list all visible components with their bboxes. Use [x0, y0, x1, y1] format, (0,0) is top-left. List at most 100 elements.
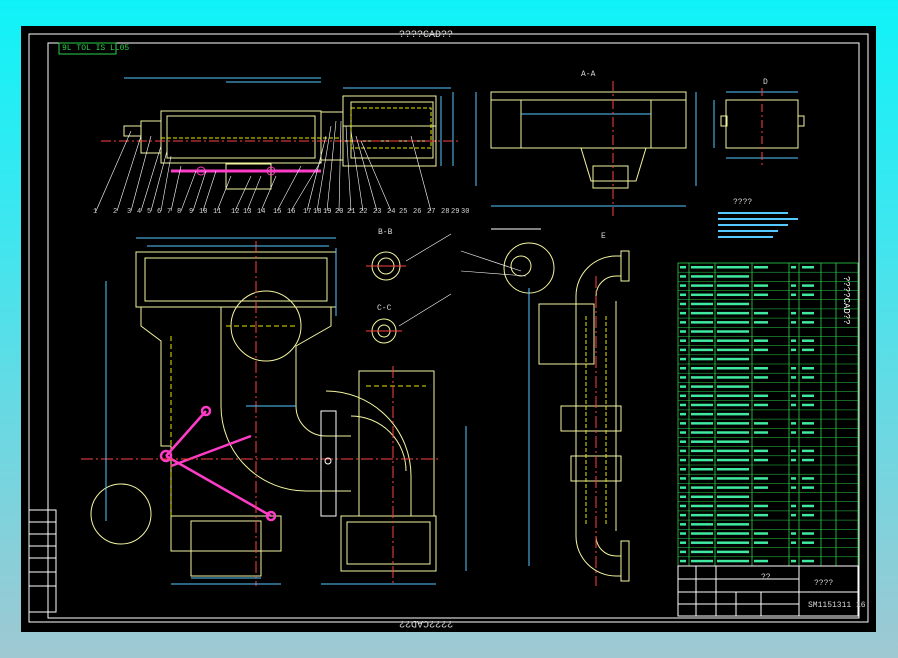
- balloon-number: 1: [93, 208, 98, 216]
- table-cell-text: [802, 403, 814, 407]
- table-cell-text: [754, 504, 768, 508]
- table-cell-text: [717, 486, 749, 489]
- balloon-number: 3: [127, 208, 132, 216]
- table-cell-text: [717, 376, 749, 379]
- balloon-number: 20: [335, 208, 344, 216]
- table-cell-text: [680, 339, 686, 342]
- table-cell-text: [680, 504, 686, 508]
- table-cell-text: [717, 495, 749, 499]
- sheet-title-top: ????CAD??: [399, 30, 454, 41]
- balloon-number: 13: [243, 208, 252, 216]
- table-cell-text: [680, 330, 686, 333]
- table-cell-text: [802, 486, 814, 489]
- table-cell-text: [802, 311, 814, 315]
- balloon-number: 21: [347, 208, 356, 216]
- left-margin-table: [28, 509, 57, 613]
- table-cell-text: [680, 477, 686, 480]
- table-cell-text: [754, 422, 768, 425]
- table-cell-text: [754, 284, 768, 287]
- table-cell-text: [717, 330, 749, 333]
- table-cell-text: [802, 339, 814, 342]
- table-cell-text: [791, 394, 796, 398]
- table-cell-text: [717, 468, 749, 471]
- table-cell-text: [717, 431, 749, 434]
- table-cell-text: [691, 412, 713, 416]
- table-cell-text: [680, 486, 686, 489]
- top-side-hidden: [161, 107, 432, 149]
- table-cell-text: [680, 376, 686, 379]
- balloon-number: 9: [189, 208, 194, 216]
- table-cell-text: [754, 311, 768, 315]
- table-cell-text: [717, 403, 749, 407]
- table-cell-text: [717, 275, 749, 278]
- balloon-number: 24: [387, 208, 396, 216]
- table-cell-text: [691, 495, 713, 499]
- balloon-number: 16: [287, 208, 296, 216]
- table-cell-text: [717, 440, 749, 443]
- main-plan: [90, 251, 437, 577]
- table-cell-text: [691, 559, 713, 563]
- table-cell-text: [680, 541, 686, 544]
- table-cell-text: [791, 458, 796, 462]
- table-cell-text: [754, 339, 768, 342]
- table-cell-text: [680, 302, 686, 306]
- table-cell-text: [691, 385, 713, 388]
- table-cell-text: [791, 266, 796, 269]
- table-cell-text: [791, 284, 796, 287]
- balloon-number: 26: [413, 208, 422, 216]
- table-cell-text: [691, 302, 713, 306]
- table-cell-text: [717, 532, 749, 535]
- table-cell-text: [791, 559, 796, 563]
- table-cell-text: [691, 513, 713, 517]
- top-side-view: [123, 95, 437, 190]
- table-cell-text: [680, 403, 686, 407]
- table-cell-text: [802, 541, 814, 544]
- table-cell-text: [791, 376, 796, 379]
- table-cell-text: [717, 367, 749, 370]
- table-cell-text: [754, 376, 768, 379]
- table-cell-text: [802, 532, 814, 535]
- table-cell-text: [717, 550, 749, 554]
- outer-frame: [28, 33, 869, 623]
- table-cell-text: [717, 394, 749, 398]
- table-cell-text: [791, 486, 796, 489]
- balloon-number: 22: [359, 208, 368, 216]
- table-cell-text: [691, 376, 713, 379]
- table-cell-text: [680, 266, 686, 269]
- table-cell-text: [802, 513, 814, 517]
- table-cell-text: [691, 550, 713, 554]
- table-cell-text: [680, 275, 686, 278]
- drawing-code-bottom: SM1151311 16: [808, 601, 866, 610]
- table-cell-text: [754, 449, 768, 453]
- table-cell-text: [717, 348, 749, 352]
- table-cell-text: [680, 559, 686, 563]
- table-cell-text: [791, 513, 796, 517]
- table-cell-text: [717, 422, 749, 425]
- balloon-number: 18: [313, 208, 322, 216]
- table-cell-text: [680, 440, 686, 443]
- balloon-number: 27: [427, 208, 436, 216]
- table-cell-text: [754, 394, 768, 398]
- main-hidden: [170, 325, 426, 516]
- table-cell-text: [680, 495, 686, 499]
- parts-list-side-text: ????CAD??: [841, 276, 851, 325]
- table-cell-text: [691, 431, 713, 434]
- balloon-number: 19: [323, 208, 332, 216]
- main-actuator: [159, 405, 277, 522]
- table-cell-text: [680, 357, 686, 361]
- table-cell-text: [802, 394, 814, 398]
- table-cell-text: [754, 513, 768, 517]
- table-cell-text: [754, 541, 768, 544]
- section-cc: [366, 318, 402, 344]
- table-cell-text: [791, 422, 796, 425]
- table-cell-text: [791, 504, 796, 508]
- label-section-aa: A-A: [581, 70, 596, 79]
- table-cell-text: [802, 449, 814, 453]
- table-cell-text: [791, 477, 796, 480]
- balloon-number: 8: [177, 208, 182, 216]
- table-cell-text: [691, 284, 713, 287]
- table-cell-text: [791, 431, 796, 434]
- table-cell-text: [717, 357, 749, 361]
- parts-table-text: [680, 266, 814, 563]
- drawing-canvas: [28, 33, 869, 623]
